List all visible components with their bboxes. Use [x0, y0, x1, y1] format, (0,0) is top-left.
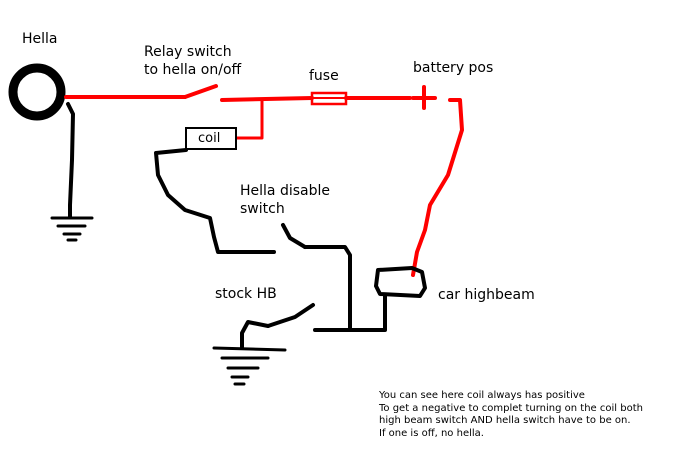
- hella-lamp-icon: [8, 63, 66, 121]
- note-line: To get a negative to complet turning on …: [379, 402, 643, 414]
- hella-label: Hella: [22, 31, 58, 47]
- note-line: high beam switch AND hella switch have t…: [379, 415, 631, 426]
- relay-switch-label-line1: Relay switch: [144, 44, 232, 60]
- coil-negative-wire: [154, 148, 276, 254]
- coil-label: coil: [198, 131, 221, 146]
- hella-disable-switch-label-line2: switch: [240, 201, 285, 217]
- relay-switch-contact: [183, 84, 218, 99]
- explanation-note: You can see here coil always has positiv…: [379, 390, 643, 440]
- coil-positive-wire: [234, 98, 264, 140]
- battery-pos-label: battery pos: [413, 60, 494, 76]
- stock-hb-ground-lead: [240, 320, 270, 349]
- stock-hb-ground-symbol-icon: [212, 346, 287, 386]
- stock-hb-to-junction-wire: [313, 293, 387, 332]
- note-line: If one is off, no hella.: [379, 427, 484, 439]
- stock-hb-switch-contact: [266, 303, 315, 328]
- stock-hb-label: stock HB: [215, 286, 277, 302]
- battery-positive-icon: [411, 85, 437, 110]
- hella-disable-switch-label-line1: Hella disable: [240, 183, 330, 199]
- disable-switch-to-junction-wire: [303, 245, 352, 332]
- relay-switch-label-line2: to hella on/off: [144, 62, 242, 78]
- car-highbeam-icon: [374, 266, 427, 298]
- hella-disable-switch-contact: [281, 223, 307, 249]
- fuse-label: fuse: [309, 68, 339, 84]
- relay-to-fuse-wire: [220, 96, 314, 102]
- battery-to-highbeam-wire: [411, 98, 464, 277]
- note-line: You can see here coil always has positiv…: [379, 390, 585, 401]
- coil-box: [185, 127, 237, 150]
- hella-ground-wire: [66, 102, 75, 219]
- hella-ground-symbol-icon: [50, 216, 94, 242]
- car-highbeam-label: car highbeam: [438, 287, 535, 303]
